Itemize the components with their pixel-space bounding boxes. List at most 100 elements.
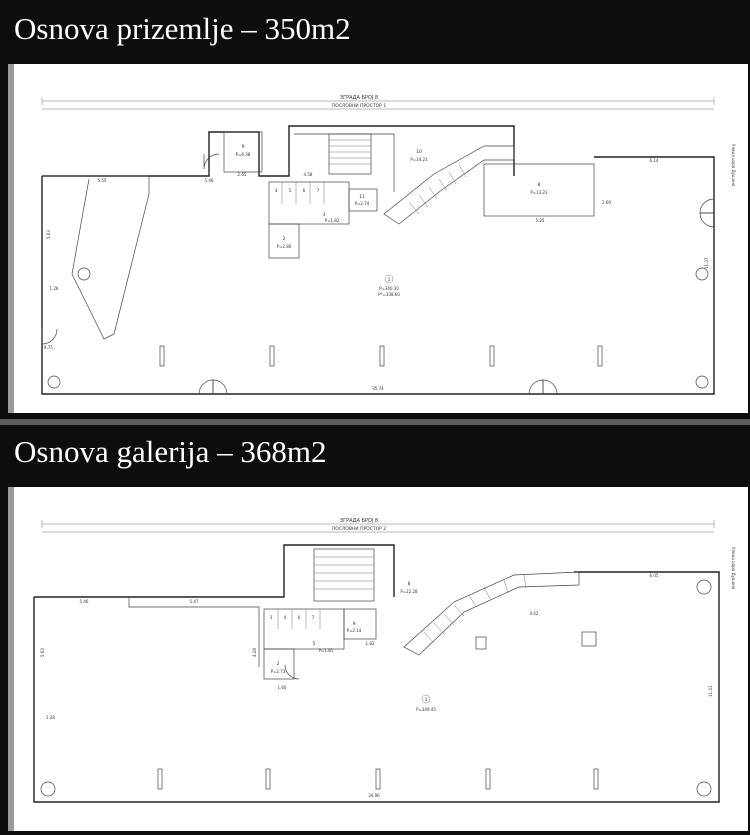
room-11 [348,188,378,212]
room-9 [343,608,377,640]
room-10-number: 10 [416,149,422,155]
dim-a: 5.55 [98,178,107,183]
ground-floor-title: Osnova prizemlje – 350m2 [14,11,351,46]
dim-d: 6.14 [650,158,659,163]
dim-g: 1.60 [278,685,287,690]
room-9-number: 9 [242,144,245,150]
room-8 [483,163,595,217]
curved-stair [403,571,580,656]
dim-f: 1.28 [46,715,55,720]
room-4-number: 4 [275,188,278,193]
dim-f: 1.26 [50,286,59,291]
columns [159,345,603,367]
space-label: ПОСЛОВНИ ПРОСТОР 1 [332,103,386,109]
inner-partition [42,175,150,340]
panel-divider [0,419,750,425]
dim-e: 2.65 [238,172,247,177]
street-label: Улица цара Душана [731,547,736,590]
corner-circles [40,579,712,797]
room-1-area: P=349.45 [416,707,436,712]
room-6-number: 6 [298,615,301,620]
side-door-a [699,198,715,214]
room-6-number: 6 [303,188,306,193]
room-5-number: 5 [313,641,316,647]
room-2-area: P=2.73 [271,669,286,674]
room-8-number: 8 [408,581,411,587]
room-2-area: P=2.80 [277,244,292,249]
room-8-number: 8 [538,182,541,188]
side-door-b [699,212,715,228]
outer-wall-upper [42,125,515,177]
ground-floor-plan: ЗГРАДА БРОЈ 8 ПОСЛОВНИ ПРОСТОР 1 Улица ц… [41,95,736,395]
entrance-door-1b [212,379,228,395]
column-box-1 [475,636,487,650]
entrance-door-1 [198,379,214,395]
dim-i: 2.69 [602,200,611,205]
room-8-area: P=22.28 [400,589,418,594]
room-1-number: 1 [425,697,428,703]
room-10-area: P=34.23 [410,157,428,162]
space-label: ПОСЛОВНИ ПРОСТОР 2 [332,526,386,532]
curved-stair [383,145,515,225]
curved-stair-steps [423,574,527,644]
dim-left: 5.63 [46,230,51,239]
corner-circles [47,267,709,389]
dim-right: 11.41 [708,685,713,697]
dim-c: 4.28 [252,648,257,657]
main-stairs [313,548,375,602]
curved-stair-steps [408,164,467,215]
room-1-area-alt: P*=338.60 [378,292,400,297]
ground-floor-plan-sheet: ЗГРАДА БРОЈ 8 ПОСЛОВНИ ПРОСТОР 1 Улица ц… [8,64,748,413]
gallery-floor-plan: ЗГРАДА БРОЈ 8 ПОСЛОВНИ ПРОСТОР 2 Улица ц… [33,518,736,803]
room-5-area: P=1.81 [319,648,334,653]
room-7-number: 7 [312,615,315,620]
dim-c: 4.58 [304,172,313,177]
room-1-area: P=340.30 [379,286,399,291]
outer-wall [41,156,715,395]
entrance-door-2b [542,379,558,395]
room-4-number: 4 [284,615,287,620]
toilet-block [263,608,345,650]
dim-bottom: 34.96 [368,793,380,798]
room-5-number: 5 [289,188,292,193]
building-label: ЗГРАДА БРОЈ 8 [340,95,378,101]
room-9-area: P=6.38 [236,152,251,157]
inner-partition [128,597,260,667]
dim-a: 5.46 [80,599,89,604]
columns [157,768,599,790]
room-3-number: 3 [270,615,273,620]
room-2 [268,223,300,259]
dim-g: 4.75 [44,345,53,350]
room-2-number: 2 [283,236,286,242]
gallery-floor-title: Osnova galerija – 368m2 [14,434,327,469]
inner-partition-2 [71,178,105,340]
main-stairs [328,133,372,175]
dim-e: 4.62 [530,611,539,616]
dim-h: 1.82 [366,641,375,646]
street-label: Улица цара Душана [731,144,736,187]
building-label: ЗГРАДА БРОЈ 8 [340,518,378,524]
dim-left: 5.63 [40,648,45,657]
room-10-walls [294,133,395,192]
room-2-number: 2 [277,661,280,667]
dim-right: 11.37 [704,257,709,269]
gallery-floor-plan-sheet: ЗГРАДА БРОЈ 8 ПОСЛОВНИ ПРОСТОР 2 Улица ц… [8,487,748,831]
entrance-door-2 [528,379,544,395]
room-8-area: P=13.23 [530,190,548,195]
dim-b: 5.46 [205,178,214,183]
door-left-upper [203,153,220,170]
room-9 [223,131,263,173]
room-3-area: P=1.82 [325,218,340,223]
outer-wall [33,571,720,803]
door-wc [284,664,300,680]
room-11-area: P=2.74 [355,201,370,206]
dim-b: 5.47 [190,599,199,604]
room-2 [263,648,295,680]
dim-bottom: 35.74 [372,386,384,391]
room-3-number: 3 [323,212,326,218]
room-11-number: 11 [359,194,365,200]
outer-wall-upper [34,544,395,598]
dim-d: 6.05 [650,573,659,578]
room-7-number: 7 [317,188,320,193]
room-1-number: 1 [388,277,391,283]
